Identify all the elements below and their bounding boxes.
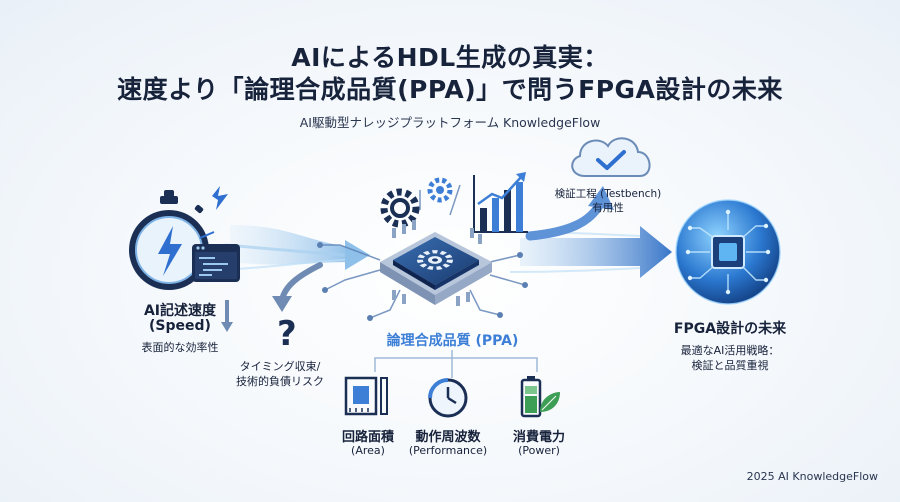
question-mark-icon: ? bbox=[277, 314, 297, 354]
footer-credit: 2025 AI KnowledgeFlow bbox=[746, 470, 878, 483]
verify-line-1: 検証工程 (Testbench) bbox=[554, 188, 662, 200]
performance-label-en: (Performance) bbox=[408, 444, 488, 457]
future-desc-line-1: 最適なAI活用戦略： bbox=[680, 344, 780, 357]
power-label: 消費電力 bbox=[512, 430, 565, 445]
future-label: FPGA設計の未来 bbox=[673, 321, 787, 337]
speed-desc: 表面的な効率性 bbox=[141, 341, 219, 354]
future-desc-line-2: 検証と品質重視 bbox=[691, 359, 769, 372]
bar-chart-icon bbox=[473, 172, 528, 233]
speed-label: AI記述速度 bbox=[143, 303, 217, 319]
performance-label: 動作周波数 bbox=[415, 430, 481, 445]
speed-label-en: (Speed) bbox=[149, 318, 211, 334]
verify-line-2: 有用性 bbox=[592, 202, 624, 214]
clock-icon bbox=[428, 378, 468, 418]
risk-line-2: 技術的負債リスク bbox=[236, 375, 324, 388]
risk-arrow bbox=[221, 262, 323, 332]
title-line-2: 速度より「論理合成品質(PPA)」で問うFPGA設計の未来 bbox=[117, 75, 783, 104]
gears-icon bbox=[380, 177, 453, 228]
subtitle: AI駆動型ナレッジプラットフォーム KnowledgeFlow bbox=[299, 115, 601, 130]
ppa-label: 論理合成品質 (PPA) bbox=[386, 333, 519, 349]
risk-line-1: タイミング収束/ bbox=[239, 360, 321, 373]
area-label-en: (Area) bbox=[351, 444, 385, 457]
verify-arrow bbox=[525, 186, 614, 241]
area-icon bbox=[344, 376, 388, 416]
area-label: 回路面積 bbox=[341, 430, 394, 445]
left-flow-stream bbox=[224, 225, 370, 271]
svg-text:?: ? bbox=[277, 314, 297, 354]
cloud-check-icon bbox=[571, 137, 651, 177]
title-line-1: AIによるHDL生成の真実： bbox=[291, 43, 609, 72]
ppa-bracket bbox=[374, 350, 538, 378]
chip-icon bbox=[317, 184, 528, 321]
future-globe-icon bbox=[675, 199, 781, 305]
battery-leaf-icon bbox=[520, 376, 560, 418]
power-label-en: (Power) bbox=[518, 444, 560, 457]
code-window-icon bbox=[192, 244, 240, 282]
stopwatch-icon bbox=[129, 186, 228, 290]
